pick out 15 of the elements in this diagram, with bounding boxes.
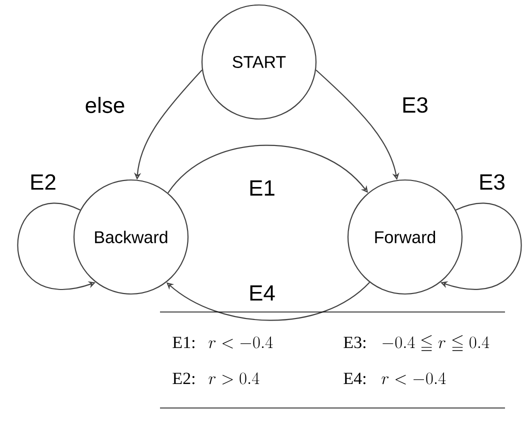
edge-label: E3 — [403, 97, 428, 113]
edge-label: E4 — [250, 285, 275, 301]
condition-name: E2: — [172, 372, 194, 384]
condition-formula: $r > 0.4$ — [208, 372, 260, 384]
condition-formula: $r < -0.4$ — [382, 372, 446, 384]
condition-name: E4: — [344, 372, 366, 384]
edge-label: E3 — [480, 174, 504, 190]
edge-label: E1 — [250, 180, 274, 196]
condition-formula: $-0.4 \leqq r \leqq 0.4$ — [382, 335, 490, 351]
condition-name: E3: — [344, 336, 366, 348]
arrow — [168, 144, 368, 194]
condition-name: E1: — [172, 336, 194, 348]
edge-label: else — [86, 96, 124, 114]
edge-label: E2 — [31, 174, 56, 190]
condition-formula: $r < -0.4$ — [208, 336, 273, 348]
